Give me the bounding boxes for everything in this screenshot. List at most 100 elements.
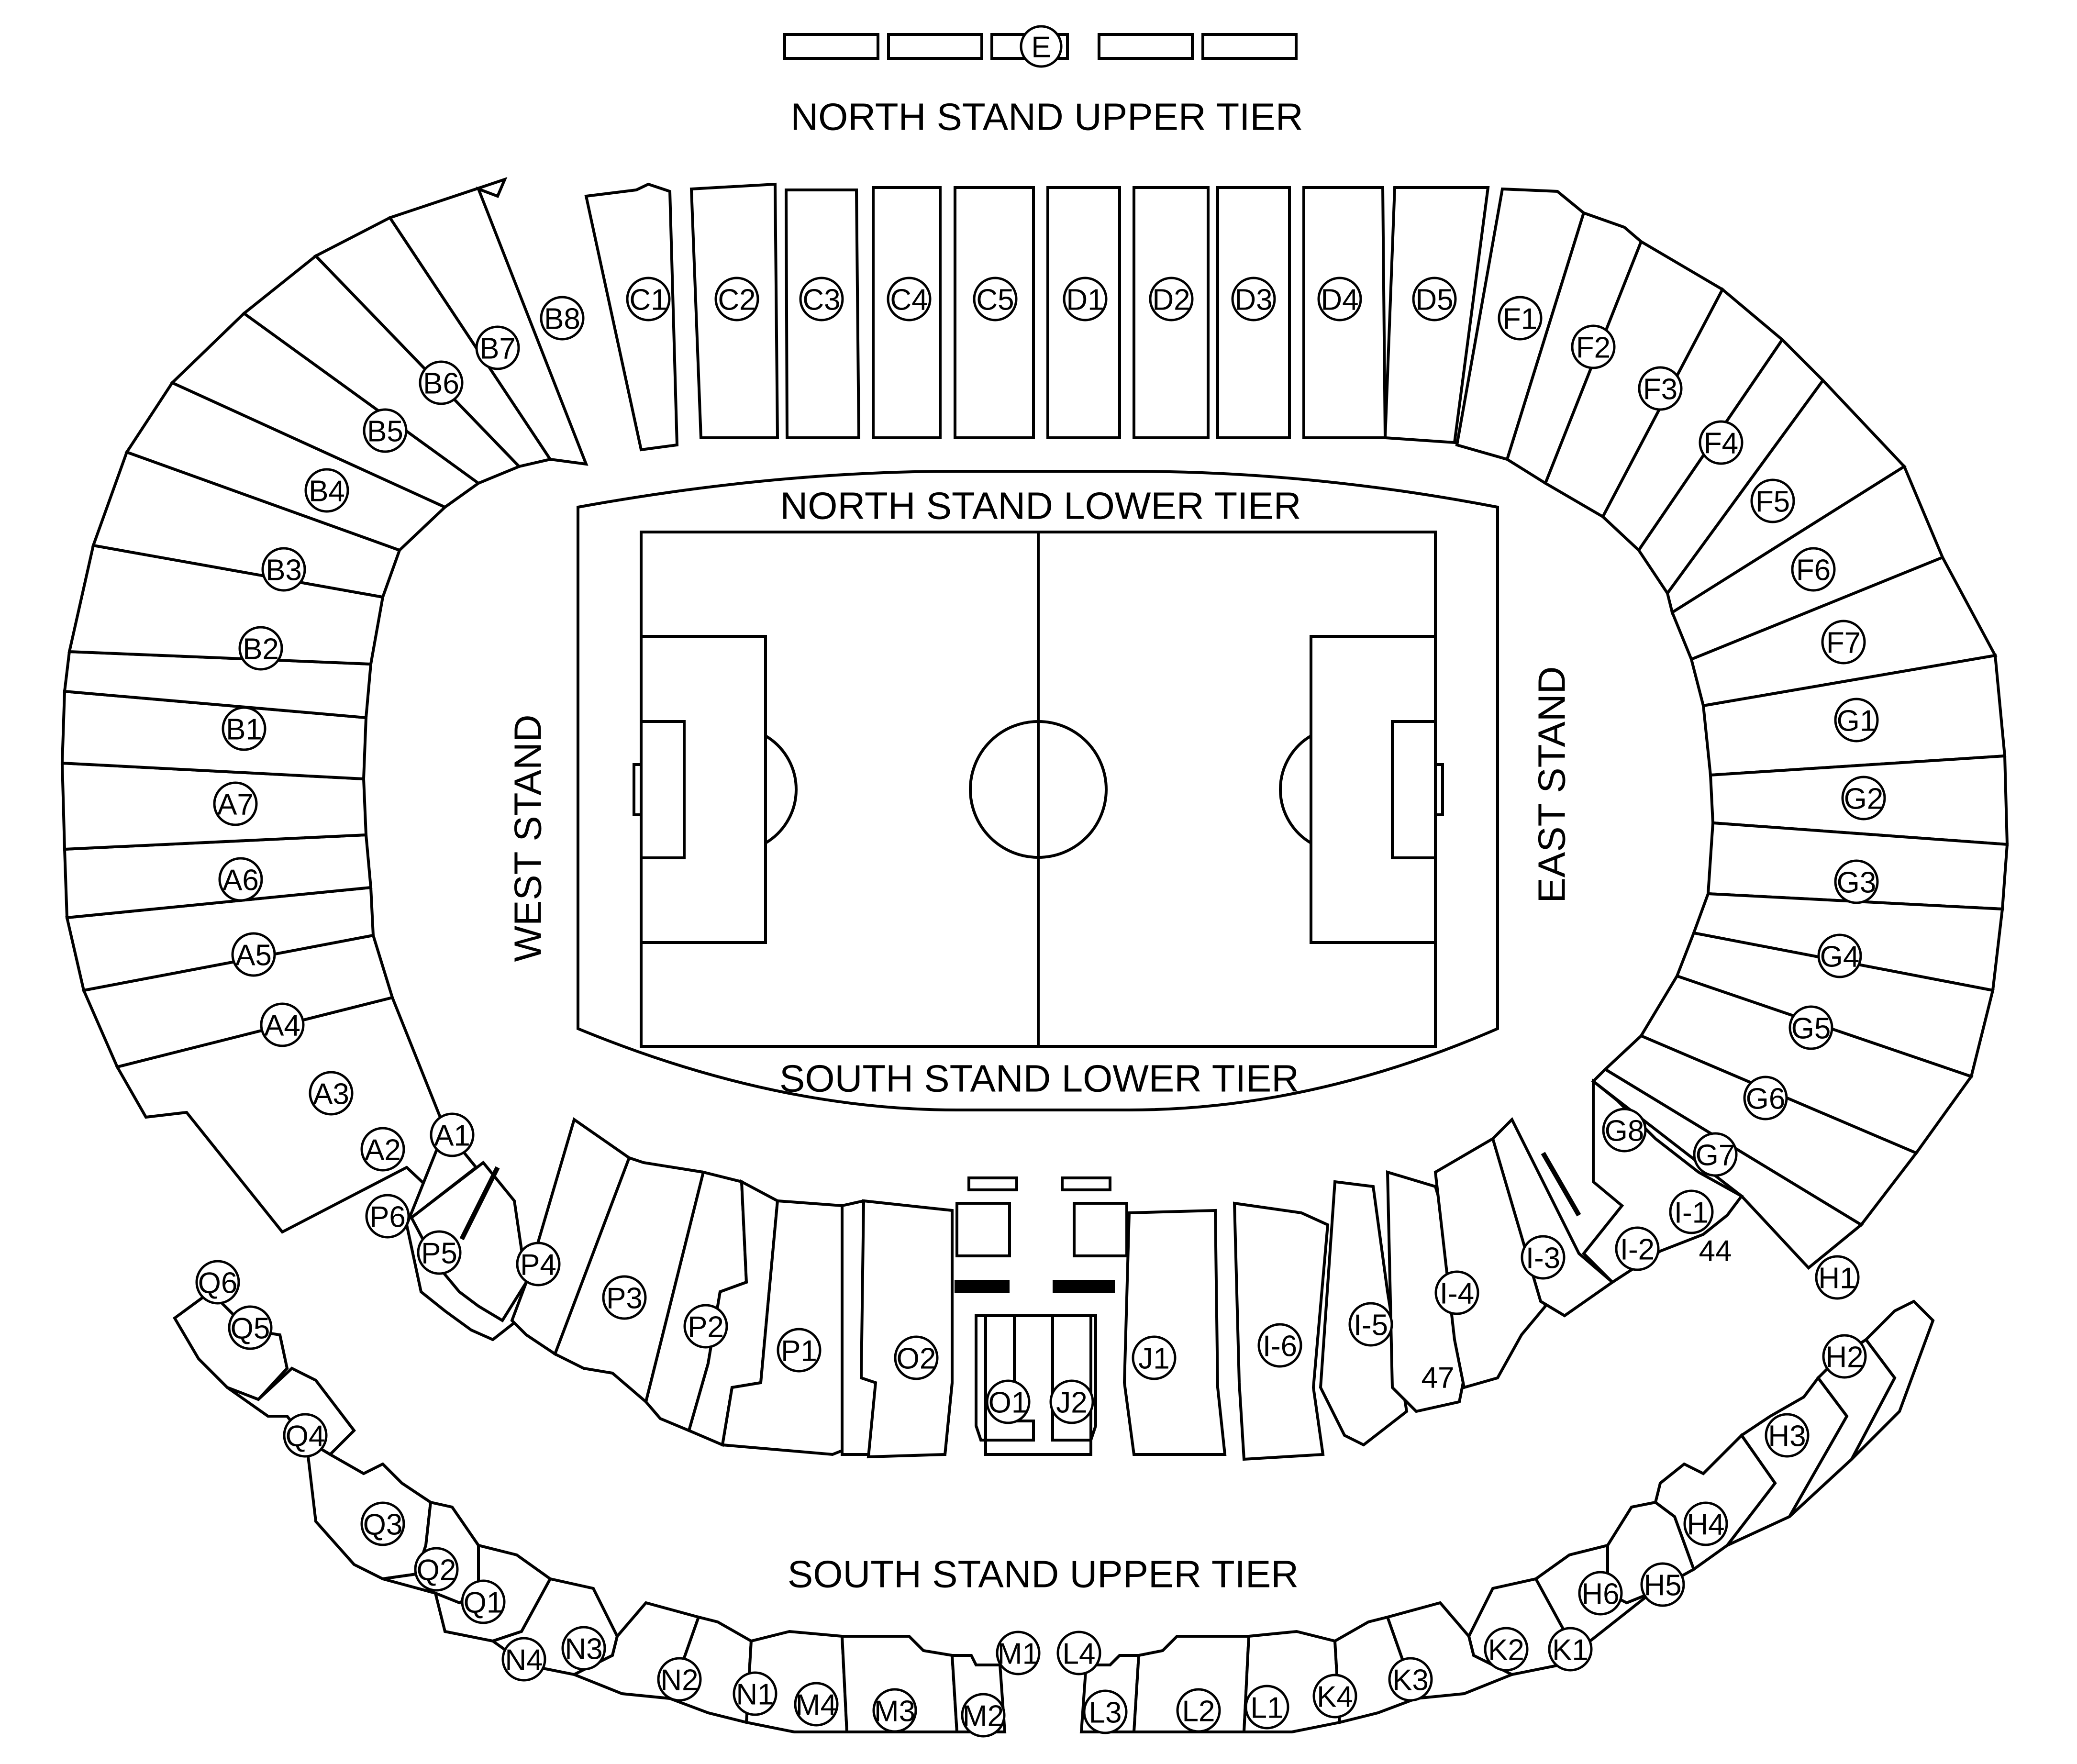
block-badge-b6[interactable]: B6 — [419, 360, 464, 405]
block-badge-q6[interactable]: Q6 — [195, 1260, 240, 1305]
block-sector[interactable] — [840, 1635, 959, 1733]
block-badge-a5[interactable]: A5 — [231, 932, 276, 977]
block-badge-q5[interactable]: Q5 — [228, 1305, 273, 1350]
block-badge-n2[interactable]: N2 — [657, 1657, 702, 1702]
accent-bar — [459, 1166, 500, 1241]
block-badge-p1[interactable]: P1 — [777, 1328, 822, 1373]
block-badge-h2[interactable]: H2 — [1822, 1334, 1867, 1379]
block-sector[interactable] — [721, 1199, 846, 1456]
block-badge-q1[interactable]: Q1 — [461, 1579, 506, 1624]
block-badge-n3[interactable]: N3 — [561, 1626, 606, 1671]
block-badge-l4[interactable]: L4 — [1056, 1631, 1101, 1675]
block-badge-d5[interactable]: D5 — [1412, 277, 1457, 322]
block-badge-p6[interactable]: P6 — [365, 1194, 410, 1239]
block-badge-i-3[interactable]: I-3 — [1521, 1235, 1566, 1280]
block-sector[interactable] — [1491, 1117, 1615, 1318]
block-badge-a6[interactable]: A6 — [218, 857, 263, 902]
block-badge-k4[interactable]: K4 — [1312, 1674, 1357, 1719]
block-badge-g1[interactable]: G1 — [1834, 698, 1879, 743]
block-badge-m4[interactable]: M4 — [794, 1682, 839, 1727]
block-badge-i-6[interactable]: I-6 — [1257, 1323, 1302, 1368]
block-badge-a2[interactable]: A2 — [360, 1127, 405, 1172]
block-badge-g3[interactable]: G3 — [1834, 859, 1879, 904]
block-badge-i-4[interactable]: I-4 — [1434, 1270, 1479, 1315]
block-badge-d1[interactable]: D1 — [1063, 277, 1108, 322]
block-badge-b8[interactable]: B8 — [540, 296, 585, 341]
block-badge-f7[interactable]: F7 — [1821, 620, 1866, 665]
block-badge-i-2[interactable]: I-2 — [1615, 1226, 1660, 1271]
block-badge-d4[interactable]: D4 — [1317, 277, 1362, 322]
block-badge-circle — [794, 1682, 839, 1727]
block-badge-b3[interactable]: B3 — [261, 547, 306, 592]
block-badge-circle — [1412, 277, 1457, 322]
block-badge-a3[interactable]: A3 — [309, 1071, 354, 1116]
block-badge-b2[interactable]: B2 — [238, 626, 283, 671]
block-badge-p4[interactable]: P4 — [516, 1242, 561, 1287]
block-sector[interactable] — [584, 182, 679, 452]
block-badge-g5[interactable]: G5 — [1788, 1005, 1833, 1050]
block-badge-j1[interactable]: J1 — [1132, 1335, 1177, 1380]
block-badge-k2[interactable]: K2 — [1484, 1627, 1529, 1672]
block-badge-m2[interactable]: M2 — [961, 1693, 1006, 1738]
block-sector[interactable] — [859, 1199, 954, 1459]
block-badge-p3[interactable]: P3 — [602, 1275, 647, 1320]
block-badge-d2[interactable]: D2 — [1149, 277, 1194, 322]
block-badge-o2[interactable]: O2 — [894, 1335, 939, 1380]
block-badge-g6[interactable]: G6 — [1743, 1076, 1788, 1121]
block-badge-h4[interactable]: H4 — [1683, 1501, 1728, 1546]
block-badge-h1[interactable]: H1 — [1815, 1255, 1860, 1300]
block-badge-c3[interactable]: C3 — [799, 277, 844, 322]
block-badge-m1[interactable]: M1 — [996, 1631, 1041, 1675]
block-badge-h3[interactable]: H3 — [1765, 1413, 1810, 1458]
block-badge-a4[interactable]: A4 — [260, 1002, 305, 1047]
block-badge-h5[interactable]: H5 — [1640, 1562, 1685, 1607]
block-sector[interactable] — [1122, 1209, 1227, 1456]
block-badge-p2[interactable]: P2 — [683, 1304, 728, 1349]
block-badge-a1[interactable]: A1 — [430, 1112, 475, 1157]
block-badge-b4[interactable]: B4 — [304, 468, 349, 513]
block-badge-f6[interactable]: F6 — [1791, 547, 1836, 592]
block-badge-i-1[interactable]: I-1 — [1669, 1189, 1714, 1234]
block-badge-d3[interactable]: D3 — [1231, 277, 1276, 322]
block-badge-k1[interactable]: K1 — [1548, 1627, 1593, 1672]
block-badge-c4[interactable]: C4 — [887, 277, 932, 322]
block-badge-c2[interactable]: C2 — [714, 277, 759, 322]
entrance-gate-badge[interactable]: E — [1020, 25, 1063, 68]
block-badge-f2[interactable]: F2 — [1571, 324, 1616, 369]
block-badge-p5[interactable]: P5 — [417, 1230, 462, 1275]
block-badge-h6[interactable]: H6 — [1578, 1571, 1623, 1616]
block-badge-b5[interactable]: B5 — [363, 408, 408, 453]
block-badge-k3[interactable]: K3 — [1388, 1657, 1433, 1702]
block-badge-n1[interactable]: N1 — [733, 1671, 777, 1716]
block-badge-m3[interactable]: M3 — [872, 1688, 917, 1733]
block-badge-l2[interactable]: L2 — [1176, 1688, 1221, 1733]
block-badge-j2[interactable]: J2 — [1049, 1379, 1094, 1424]
block-badge-label: G8 — [1605, 1115, 1644, 1148]
block-badge-a7[interactable]: A7 — [213, 781, 258, 826]
block-badge-q2[interactable]: Q2 — [414, 1547, 459, 1592]
block-badge-l1[interactable]: L1 — [1244, 1685, 1289, 1730]
block-badge-c1[interactable]: C1 — [626, 277, 671, 322]
block-badge-g7[interactable]: G7 — [1693, 1132, 1738, 1177]
block-badge-n4[interactable]: N4 — [501, 1637, 546, 1682]
block-sector[interactable] — [1850, 1299, 1935, 1461]
block-badge-f1[interactable]: F1 — [1498, 296, 1543, 341]
block-badge-f4[interactable]: F4 — [1699, 420, 1744, 465]
block-badge-l3[interactable]: L3 — [1083, 1689, 1128, 1734]
block-badge-b7[interactable]: B7 — [475, 325, 520, 370]
block-badge-label: F4 — [1704, 427, 1738, 460]
block-badge-q4[interactable]: Q4 — [283, 1413, 328, 1458]
block-badge-o1[interactable]: O1 — [986, 1379, 1031, 1424]
block-sector[interactable] — [388, 177, 589, 466]
block-badge-i-5[interactable]: I-5 — [1348, 1302, 1393, 1347]
block-badge-c5[interactable]: C5 — [973, 277, 1018, 322]
bench — [1053, 1280, 1115, 1293]
block-badge-g4[interactable]: G4 — [1817, 933, 1862, 978]
block-badge-g8[interactable]: G8 — [1602, 1108, 1647, 1153]
block-badge-q3[interactable]: Q3 — [360, 1501, 405, 1546]
block-badge-g2[interactable]: G2 — [1841, 776, 1886, 821]
block-badge-b1[interactable]: B1 — [222, 706, 267, 751]
block-badge-f3[interactable]: F3 — [1638, 366, 1683, 411]
block-badge-f5[interactable]: F5 — [1750, 478, 1795, 523]
block-sector[interactable] — [173, 1290, 289, 1401]
